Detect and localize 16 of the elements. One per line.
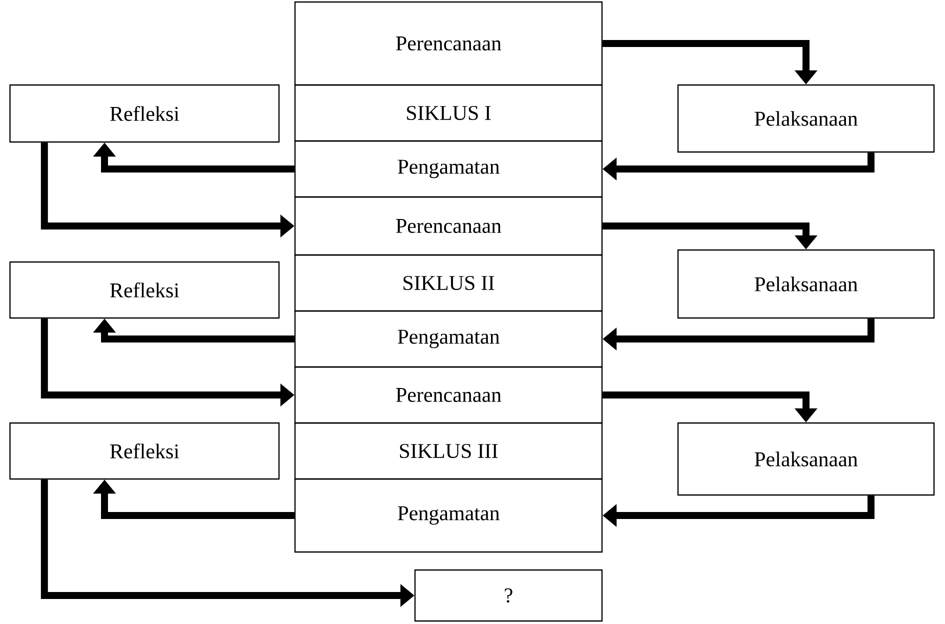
stage-box: SIKLUS III [294,422,603,480]
stage-box: Perencanaan [294,366,603,424]
stage-box: Pengamatan [294,310,603,368]
stage-box: Pengamatan [294,140,603,198]
stage-box: Perencanaan [294,1,603,86]
stage-box: Perencanaan [294,196,603,256]
reflection-box: Refleksi [9,84,280,143]
action-box: Pelaksanaan [677,84,935,153]
action-box: Pelaksanaan [677,249,935,319]
stage-box: SIKLUS I [294,84,603,142]
stage-box: Pengamatan [294,478,603,553]
stage-box: SIKLUS II [294,254,603,312]
reflection-box: Refleksi [9,261,280,319]
action-box: Pelaksanaan [677,422,935,496]
reflection-box: Refleksi [9,422,280,480]
question-box: ? [414,569,603,622]
